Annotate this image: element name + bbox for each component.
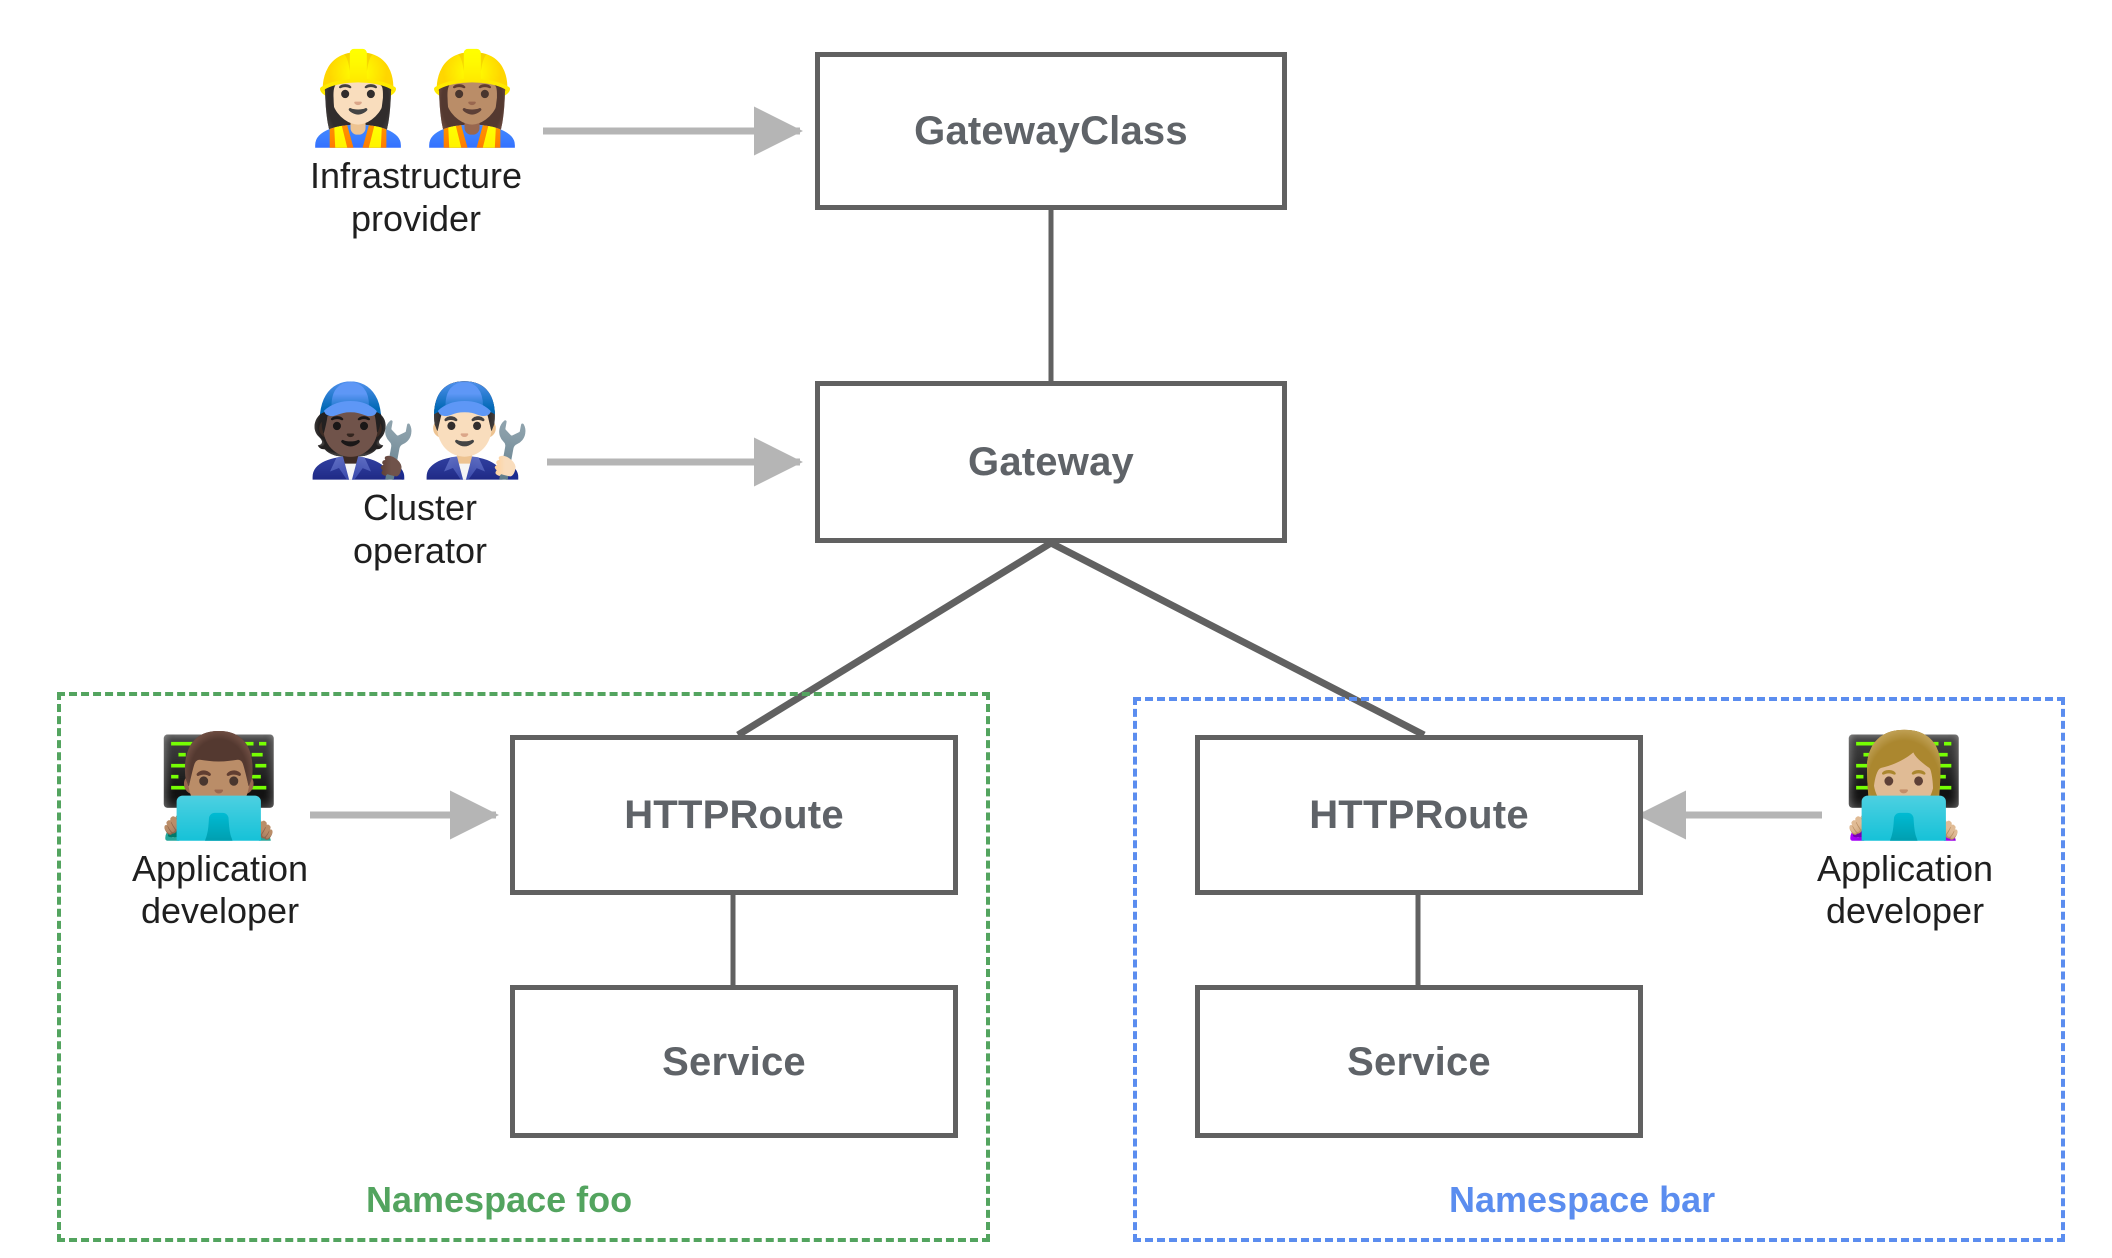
persona-infrastructure-provider: 👷🏻‍♀️👷🏽‍♀️ Infrastructure provider	[246, 50, 586, 240]
namespace-bar-boundary	[1133, 697, 2065, 1242]
persona-application-developer-foo: 👨🏽‍💻 Application developer	[50, 732, 390, 933]
persona-application-developer-foo-label: Application developer	[131, 848, 309, 932]
persona-application-developer-bar: 👩🏼‍💻 Application developer	[1735, 732, 2075, 933]
persona-infrastructure-provider-label: Infrastructure provider	[309, 155, 523, 239]
node-gatewayclass[interactable]: GatewayClass	[815, 52, 1287, 210]
node-service-bar-label: Service	[1347, 1039, 1491, 1084]
node-service-foo-label: Service	[662, 1039, 806, 1084]
namespace-foo-boundary	[57, 692, 990, 1242]
node-service-foo[interactable]: Service	[510, 985, 958, 1138]
node-httproute-bar-label: HTTPRoute	[1309, 793, 1529, 837]
namespace-bar-label: Namespace bar	[1449, 1179, 1716, 1220]
node-gateway-label: Gateway	[968, 440, 1134, 484]
persona-application-developer-bar-label: Application developer	[1816, 848, 1994, 932]
node-service-bar[interactable]: Service	[1195, 985, 1643, 1138]
node-gateway[interactable]: Gateway	[815, 381, 1287, 543]
node-httproute-bar[interactable]: HTTPRoute	[1195, 735, 1643, 895]
namespace-foo-label: Namespace foo	[366, 1179, 633, 1220]
persona-cluster-operator-label: Cluster operator	[352, 487, 488, 571]
node-gatewayclass-label: GatewayClass	[914, 109, 1188, 153]
man-technologist-icon: 👨🏽‍💻	[156, 727, 284, 844]
node-httproute-foo[interactable]: HTTPRoute	[510, 735, 958, 895]
persona-cluster-operator: 🧑🏿‍🔧👨🏻‍🔧 Cluster operator	[250, 382, 590, 572]
construction-worker-women-icon: 👷🏻‍♀️👷🏽‍♀️	[301, 46, 531, 151]
mechanic-people-icon: 🧑🏿‍🔧👨🏻‍🔧	[305, 378, 535, 483]
woman-technologist-icon: 👩🏼‍💻	[1841, 727, 1969, 844]
node-httproute-foo-label: HTTPRoute	[624, 793, 844, 837]
